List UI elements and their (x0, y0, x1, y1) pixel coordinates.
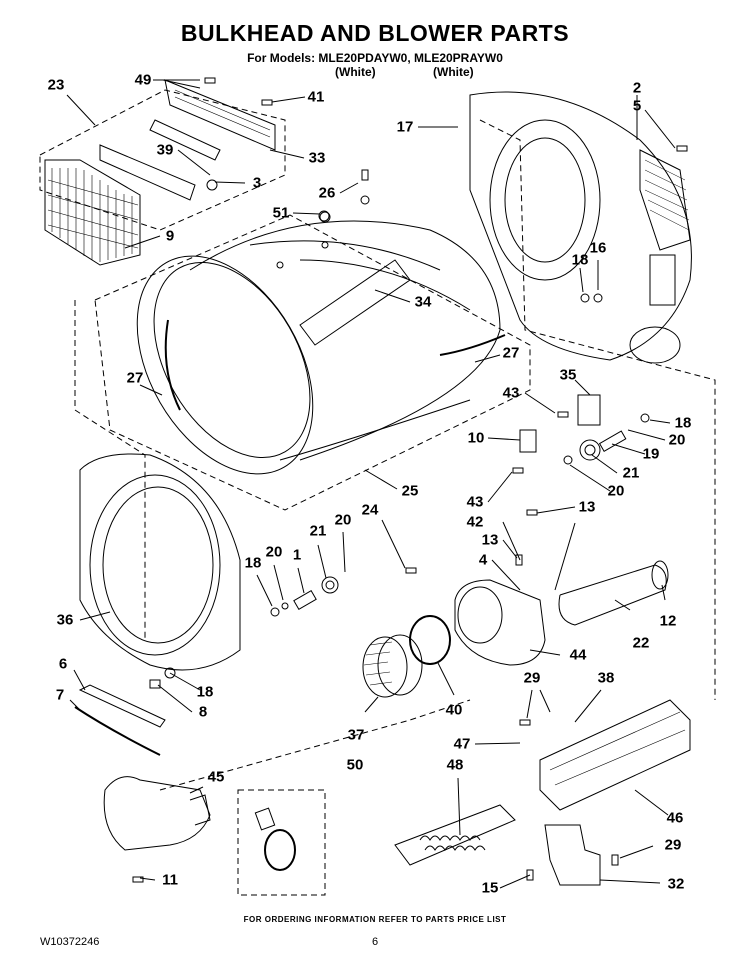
group-boundaries (39, 89, 716, 896)
callout-label: 44 (569, 646, 587, 664)
callout-label: 47 (453, 735, 471, 753)
page-title: BULKHEAD AND BLOWER PARTS (180, 20, 570, 46)
drum-seals (164, 319, 506, 411)
callout-label: 12 (659, 612, 677, 630)
callout-label: 18 (571, 251, 589, 269)
blower-housing (409, 560, 669, 666)
callout-label: 5 (632, 97, 642, 115)
lint-duct (103, 776, 211, 851)
callout-label: 23 (47, 76, 65, 94)
callout-label: 41 (307, 88, 325, 106)
callout-label: 16 (589, 239, 607, 257)
callout-label: 18 (674, 414, 692, 432)
callout-label: 25 (401, 482, 419, 500)
callout-label: 26 (318, 184, 336, 202)
callout-label: 21 (309, 522, 327, 540)
callout-label: 43 (502, 384, 520, 402)
callout-label: 6 (58, 655, 68, 673)
callout-label: 36 (56, 611, 74, 629)
callout-label: 13 (481, 531, 499, 549)
callout-label: 2 (632, 79, 642, 97)
callout-label: 45 (207, 768, 225, 786)
callout-label: 39 (156, 141, 174, 159)
document-number: W10372246 (40, 936, 100, 948)
ordering-note: FOR ORDERING INFORMATION REFER TO PARTS … (243, 915, 507, 924)
callout-label: 20 (668, 431, 686, 449)
callout-label: 27 (126, 369, 144, 387)
callout-label: 21 (622, 464, 640, 482)
callout-label: 32 (667, 875, 685, 893)
roller-right (519, 394, 650, 465)
callout-label: 8 (198, 703, 208, 721)
callout-label: 10 (467, 429, 485, 447)
screws (132, 77, 688, 883)
callout-label: 51 (272, 204, 290, 222)
callout-label: 7 (55, 686, 65, 704)
callout-label: 20 (334, 511, 352, 529)
callout-label: 20 (265, 543, 283, 561)
callout-label: 18 (196, 683, 214, 701)
callout-label: 13 (578, 498, 596, 516)
callout-label: 35 (559, 366, 577, 384)
rear-bulkhead (469, 91, 692, 364)
callout-label: 29 (664, 836, 682, 854)
callout-label: 42 (466, 513, 484, 531)
callout-label: 17 (396, 118, 414, 136)
callout-label: 9 (165, 227, 175, 245)
color-right: (White) (433, 65, 474, 79)
callout-label: 33 (308, 149, 326, 167)
callout-label: 20 (607, 482, 625, 500)
callout-label: 40 (445, 701, 463, 719)
callout-label: 22 (632, 634, 650, 652)
callout-label: 34 (414, 293, 432, 311)
heater-box (539, 699, 691, 811)
callout-label: 43 (466, 493, 484, 511)
lint-screen (44, 159, 141, 266)
blower-wheel (362, 634, 423, 698)
wire-kit (254, 807, 296, 871)
top-grille (99, 79, 276, 201)
heater-element (394, 804, 516, 866)
callout-label: 19 (642, 445, 660, 463)
callout-label: 24 (361, 501, 379, 519)
callout-label: 38 (597, 669, 615, 687)
models-line: For Models: MLE20PDAYW0, MLE20PRAYW0 (247, 51, 503, 65)
callout-label: 1 (292, 546, 302, 564)
callout-label: 15 (481, 879, 499, 897)
bracket (544, 824, 601, 886)
color-left: (White) (335, 65, 376, 79)
callout-label: 27 (502, 344, 520, 362)
page-number: 6 (372, 936, 379, 948)
callout-label: 3 (252, 174, 262, 192)
callout-label: 4 (478, 551, 488, 569)
front-bulkhead (79, 453, 241, 679)
callout-label: 49 (134, 71, 152, 89)
leader-lines (66, 79, 676, 889)
roller-left (270, 576, 339, 617)
callout-label: 37 (347, 726, 365, 744)
seal-strips (74, 684, 166, 756)
callout-label: 50 (346, 756, 364, 774)
callout-label: 29 (523, 669, 541, 687)
callout-label: 18 (244, 554, 262, 572)
drum (136, 195, 501, 475)
callout-label: 48 (446, 756, 464, 774)
callout-label: 46 (666, 809, 684, 827)
callout-label: 11 (162, 871, 178, 889)
